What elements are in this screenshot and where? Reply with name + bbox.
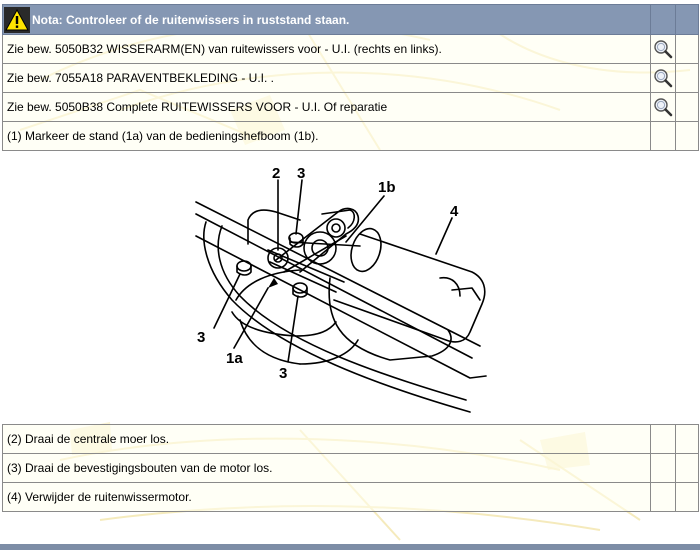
magnifier-icon[interactable] (653, 97, 673, 117)
footer-bar (0, 544, 700, 550)
nota-action-cell (650, 4, 676, 35)
nota-end-cell (675, 4, 699, 35)
warning-triangle-icon (4, 6, 30, 33)
step-row: (3) Draai de bevestigingsbouten van de m… (2, 453, 699, 483)
step-text: (2) Draai de centrale moer los. (2, 424, 651, 454)
reference-action-cell (650, 63, 676, 93)
callout-3-top: 3 (297, 165, 305, 182)
reference-action-cell (650, 92, 676, 122)
callout-1b: 1b (378, 179, 396, 196)
reference-end-cell (675, 34, 699, 64)
nota-cell: Nota: Controleer of de ruitenwissers in … (2, 4, 651, 35)
callout-3-bottom: 3 (279, 365, 287, 382)
magnifier-icon[interactable] (653, 68, 673, 88)
reference-row: Zie bew. 5050B32 WISSERARM(EN) van ruite… (2, 34, 699, 64)
nota-row: Nota: Controleer of de ruitenwissers in … (2, 4, 699, 35)
wiper-motor-figure: 2 3 1b 4 3 1a 3 (0, 150, 700, 424)
step-row: (1) Markeer de stand (1a) van de bedieni… (2, 121, 699, 151)
step-action-cell (650, 482, 676, 512)
callout-2: 2 (272, 165, 280, 182)
reference-end-cell (675, 92, 699, 122)
step-end-cell (675, 424, 699, 454)
nota-text: Nota: Controleer of de ruitenwissers in … (32, 12, 350, 27)
reference-row: Zie bew. 7055A18 PARAVENTBEKLEDING - U.I… (2, 63, 699, 93)
step-action-cell (650, 121, 676, 151)
callout-3-left: 3 (197, 329, 205, 346)
reference-text: Zie bew. 5050B32 WISSERARM(EN) van ruite… (2, 34, 651, 64)
step-action-cell (650, 453, 676, 483)
instructions-table-bottom: (2) Draai de centrale moer los. (3) Draa… (2, 424, 699, 512)
callout-1a: 1a (226, 350, 243, 367)
step-end-cell (675, 121, 699, 151)
step-row: (4) Verwijder de ruitenwissermotor. (2, 482, 699, 512)
wiper-motor-illustration: 2 3 1b 4 3 1a 3 (195, 165, 487, 413)
magnifier-icon[interactable] (653, 39, 673, 59)
reference-action-cell (650, 34, 676, 64)
instructions-table-top: Nota: Controleer of de ruitenwissers in … (2, 4, 699, 151)
reference-text: Zie bew. 5050B38 Complete RUITEWISSERS V… (2, 92, 651, 122)
step-text: (1) Markeer de stand (1a) van de bedieni… (2, 121, 651, 151)
callout-4: 4 (450, 203, 459, 220)
step-end-cell (675, 482, 699, 512)
step-end-cell (675, 453, 699, 483)
step-text: (4) Verwijder de ruitenwissermotor. (2, 482, 651, 512)
step-action-cell (650, 424, 676, 454)
reference-end-cell (675, 63, 699, 93)
reference-text: Zie bew. 7055A18 PARAVENTBEKLEDING - U.I… (2, 63, 651, 93)
step-text: (3) Draai de bevestigingsbouten van de m… (2, 453, 651, 483)
step-row: (2) Draai de centrale moer los. (2, 424, 699, 454)
reference-row: Zie bew. 5050B38 Complete RUITEWISSERS V… (2, 92, 699, 122)
